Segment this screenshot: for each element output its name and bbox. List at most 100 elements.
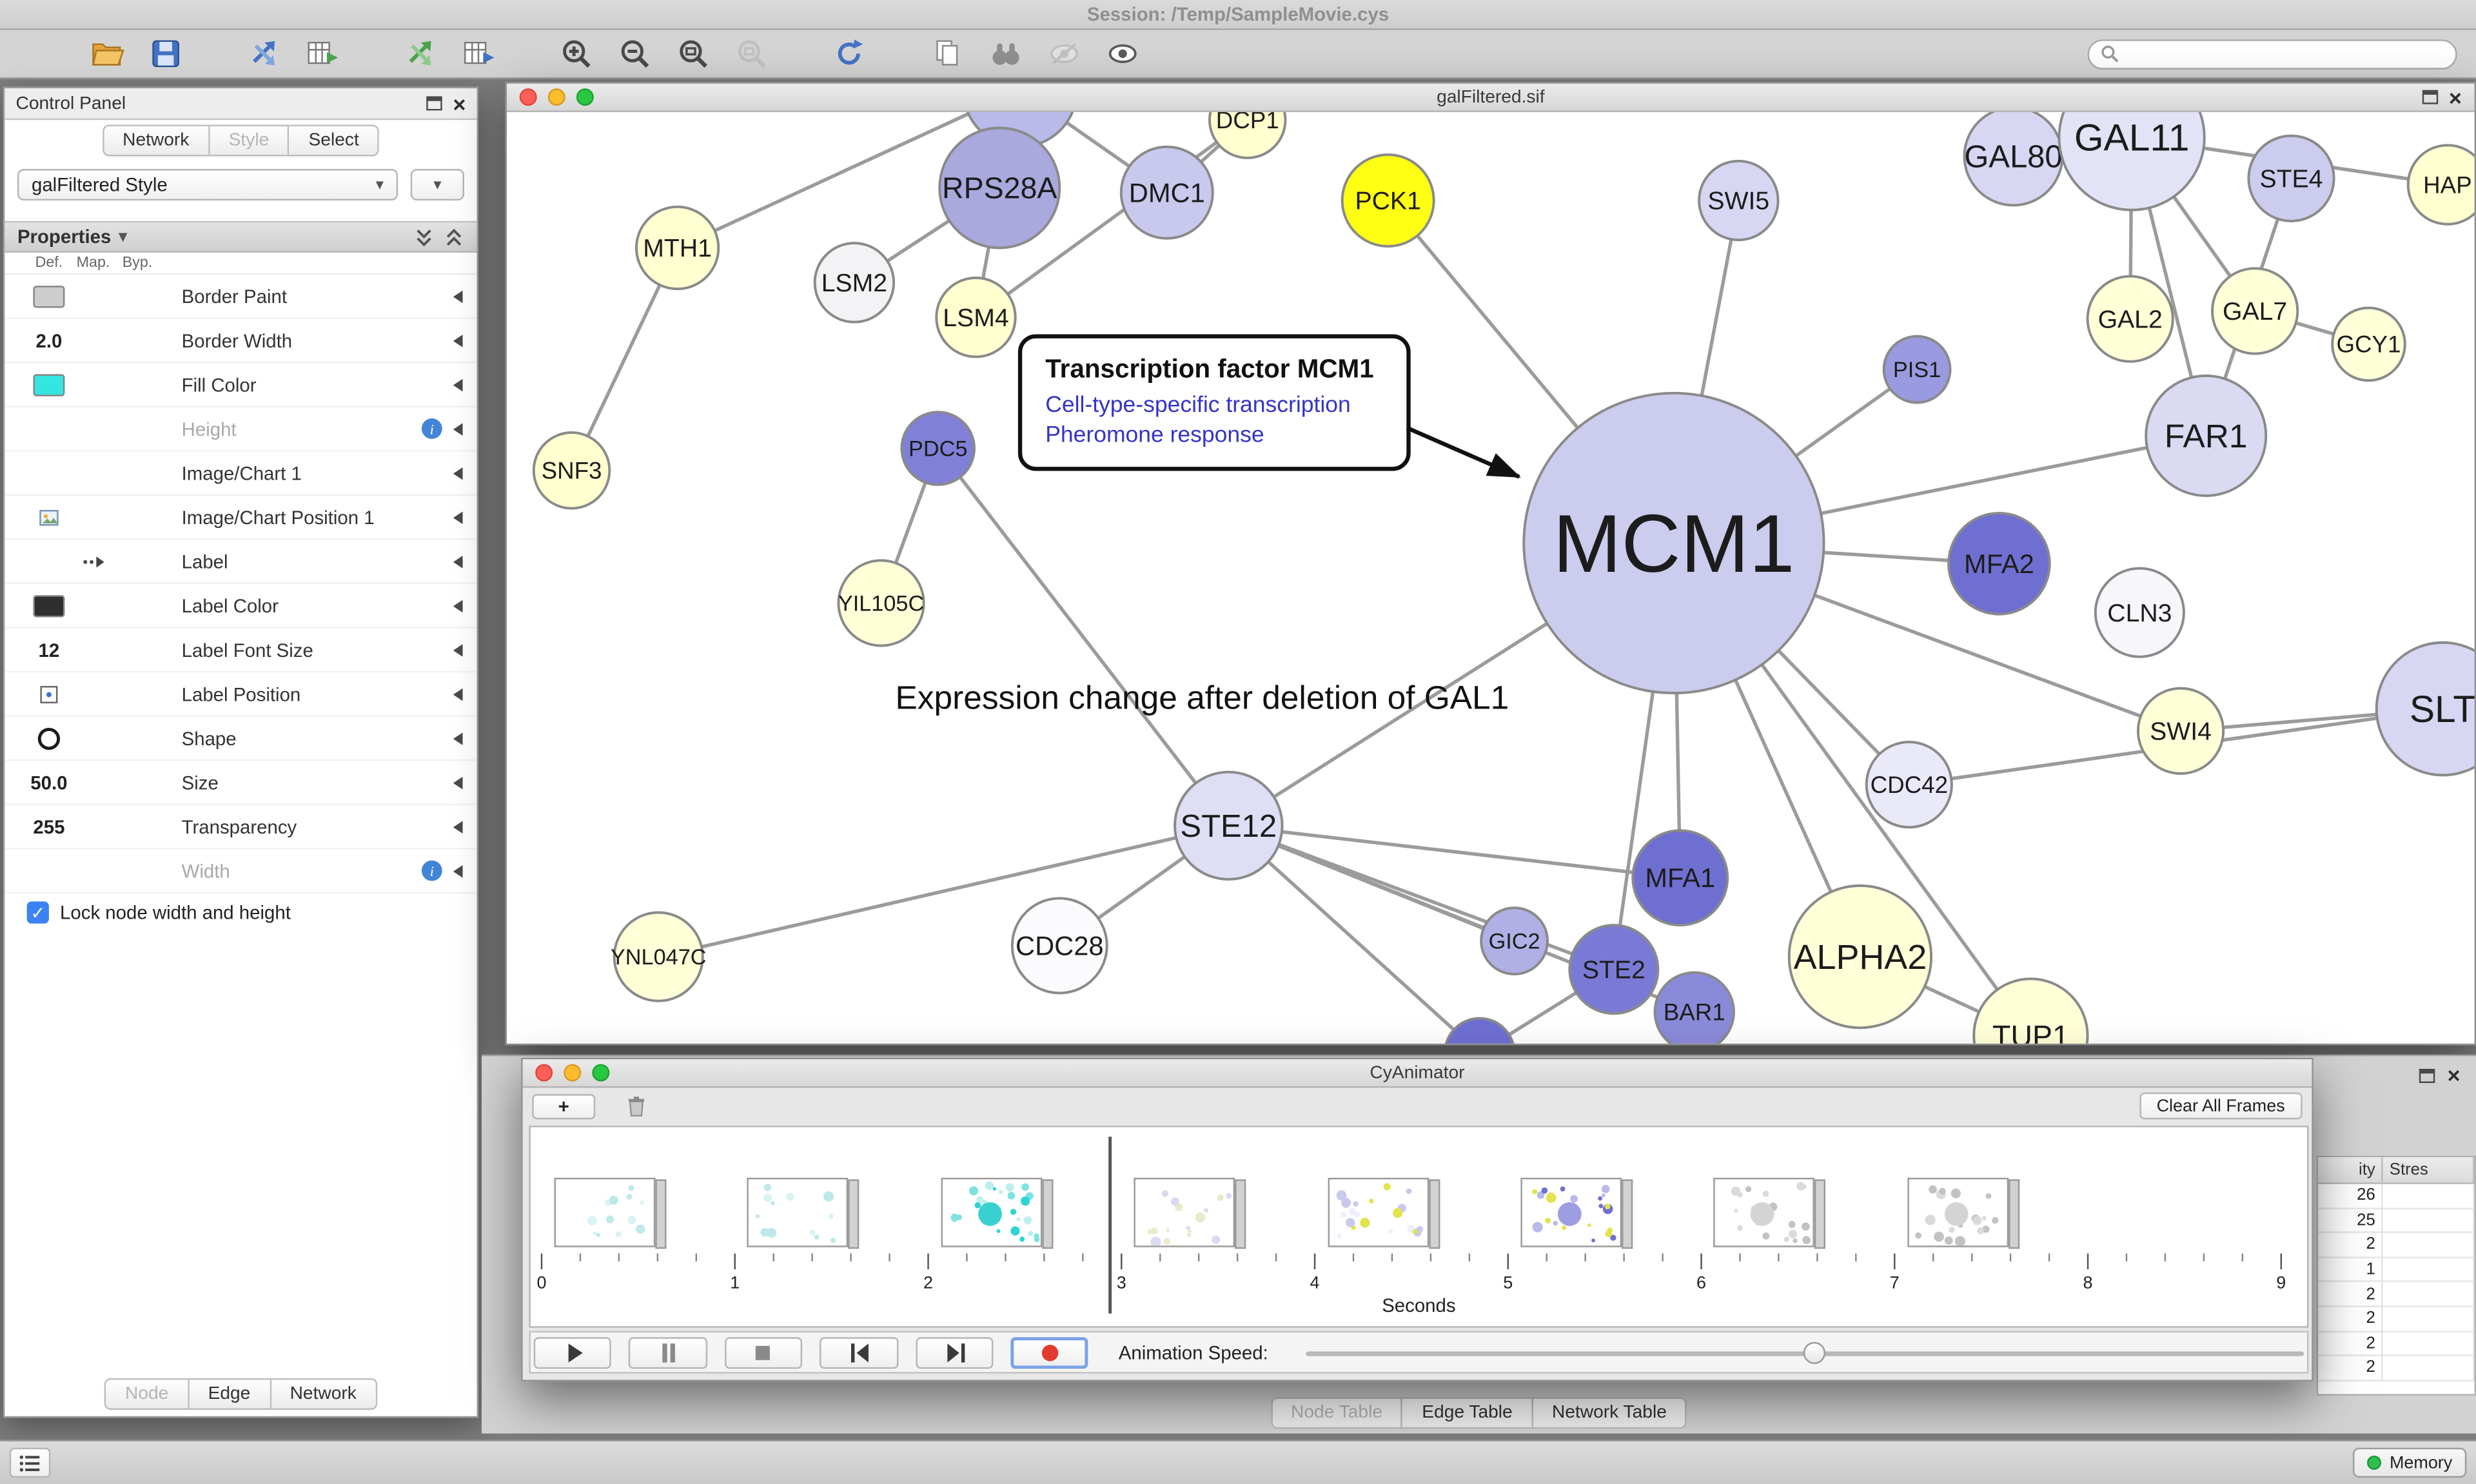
hide-selected-icon[interactable] — [1045, 35, 1083, 73]
network-node-ste2[interactable]: STE2 — [1568, 924, 1660, 1015]
search-input[interactable] — [2125, 44, 2445, 63]
network-node-gal2[interactable]: GAL2 — [2086, 275, 2174, 363]
network-edge-dcp1-lsm4[interactable] — [974, 118, 1249, 319]
network-node-pdc5[interactable]: PDC5 — [900, 411, 976, 486]
network-node-pck1[interactable]: PCK1 — [1341, 153, 1435, 248]
property-row-border-paint[interactable]: Border Paint — [5, 275, 477, 319]
property-row-image-chart-position-1[interactable]: Image/Chart Position 1 — [5, 496, 477, 540]
network-node-dmc1[interactable]: DMC1 — [1119, 145, 1214, 240]
network-node-cdc42[interactable]: CDC42 — [1865, 741, 1953, 829]
table-cell[interactable] — [2383, 1208, 2475, 1232]
row-expand-chevron[interactable] — [453, 511, 463, 523]
property-cell[interactable]: 12 — [27, 639, 72, 661]
animation-frame-5[interactable] — [1328, 1177, 1440, 1249]
show-all-icon[interactable] — [1104, 35, 1142, 73]
row-expand-chevron[interactable] — [453, 820, 463, 833]
network-node-gal7[interactable]: GAL7 — [2211, 267, 2299, 355]
frame-handle[interactable] — [2009, 1179, 2020, 1249]
animation-frame-1[interactable] — [554, 1177, 667, 1249]
style-target-tab-node[interactable]: Node — [104, 1378, 190, 1410]
network-node-tup1[interactable]: TUP1 — [1972, 977, 2089, 1044]
animation-frame-4[interactable] — [1134, 1177, 1246, 1249]
frame-handle[interactable] — [1042, 1179, 1054, 1249]
float-table-panel-icon[interactable] — [2419, 1068, 2435, 1082]
tab-style[interactable]: Style — [210, 124, 290, 157]
table-cell[interactable]: 2 — [2318, 1233, 2384, 1256]
table-cell[interactable]: 2 — [2318, 1331, 2384, 1355]
network-node-gic2[interactable]: GIC2 — [1480, 906, 1549, 975]
pause-button[interactable] — [629, 1336, 707, 1369]
network-node-gal11[interactable]: GAL11 — [2058, 112, 2206, 211]
skip-to-start-button[interactable] — [820, 1336, 898, 1369]
table-row[interactable]: 1 — [2318, 1258, 2475, 1283]
row-expand-chevron[interactable] — [453, 554, 463, 568]
network-node-hap[interactable]: HAP — [2406, 144, 2475, 226]
table-cell[interactable] — [2383, 1233, 2475, 1256]
zoom-selected-icon[interactable] — [732, 35, 771, 73]
property-cell[interactable] — [27, 594, 72, 617]
task-history-button[interactable] — [9, 1447, 51, 1478]
property-cell[interactable]: 50.0 — [27, 771, 72, 793]
zoom-out-icon[interactable] — [616, 35, 654, 73]
table-cell[interactable]: 26 — [2318, 1184, 2384, 1207]
table-tab-edge-table[interactable]: Edge Table — [1402, 1397, 1533, 1429]
table-row[interactable]: 26 — [2318, 1184, 2475, 1209]
tab-network[interactable]: Network — [102, 124, 210, 157]
expand-all-icon[interactable] — [414, 225, 435, 249]
slider-handle[interactable] — [1803, 1341, 1826, 1363]
tab-select[interactable]: Select — [290, 124, 380, 157]
save-session-icon[interactable] — [147, 35, 185, 73]
animation-frame-6[interactable] — [1520, 1177, 1633, 1249]
network-node-gcy1[interactable]: GCY1 — [2331, 306, 2406, 382]
import-table-icon[interactable] — [303, 35, 341, 73]
table-cell[interactable]: 1 — [2318, 1258, 2384, 1282]
network-node-gal80[interactable]: GAL80 — [1963, 112, 2064, 207]
export-table-icon[interactable] — [460, 35, 498, 73]
close-view-icon[interactable]: × — [2448, 84, 2462, 110]
minimize-window-button[interactable] — [564, 1064, 582, 1082]
network-node-botcut[interactable] — [1444, 1017, 1515, 1044]
stop-button[interactable] — [724, 1336, 803, 1369]
table-cell[interactable] — [2383, 1356, 2475, 1380]
table-cell[interactable]: 2 — [2318, 1282, 2384, 1306]
network-node-swi4[interactable]: SWI4 — [2136, 687, 2225, 775]
property-row-shape[interactable]: Shape — [5, 717, 477, 761]
close-window-button[interactable] — [535, 1064, 553, 1082]
network-node-rps28a[interactable]: RPS28A — [938, 126, 1061, 249]
network-edge-mth1-topcut[interactable] — [676, 112, 1020, 249]
row-expand-chevron[interactable] — [453, 599, 463, 612]
collapse-all-icon[interactable] — [444, 225, 464, 249]
row-expand-chevron[interactable] — [453, 776, 463, 789]
play-button[interactable] — [533, 1336, 612, 1369]
table-row[interactable]: 2 — [2318, 1233, 2475, 1258]
network-node-ynl047c[interactable]: YNL047C — [611, 911, 707, 1002]
animation-speed-slider[interactable] — [1306, 1336, 2304, 1368]
memory-button[interactable]: Memory — [2353, 1447, 2467, 1478]
animation-frame-8[interactable] — [1907, 1177, 2020, 1249]
row-expand-chevron[interactable] — [453, 643, 463, 656]
network-node-mcm1[interactable]: MCM1 — [1522, 391, 1825, 695]
network-window-titlebar[interactable]: galFiltered.sif × — [507, 83, 2475, 112]
network-node-bar1[interactable]: BAR1 — [1653, 971, 1735, 1044]
table-tab-node-table[interactable]: Node Table — [1270, 1397, 1403, 1429]
network-node-snf3[interactable]: SNF3 — [532, 431, 611, 510]
property-cell[interactable] — [27, 285, 72, 308]
network-node-swi5[interactable]: SWI5 — [1698, 159, 1780, 242]
table-row[interactable]: 2 — [2318, 1282, 2475, 1307]
network-node-mfa2[interactable]: MFA2 — [1947, 511, 2051, 616]
network-node-alpha2[interactable]: ALPHA2 — [1787, 884, 1933, 1030]
property-cell[interactable] — [27, 506, 72, 528]
frame-handle[interactable] — [1814, 1179, 1826, 1249]
import-network-icon[interactable] — [245, 35, 283, 73]
lock-checkbox[interactable]: ✓ — [26, 901, 49, 924]
network-node-ste12[interactable]: STE12 — [1174, 770, 1284, 881]
frame-handle[interactable] — [1429, 1179, 1440, 1249]
cyanimator-titlebar[interactable]: CyAnimator — [522, 1059, 2312, 1088]
table-cell[interactable] — [2383, 1184, 2475, 1207]
skip-to-end-button[interactable] — [915, 1336, 994, 1369]
property-cell[interactable] — [27, 373, 72, 396]
